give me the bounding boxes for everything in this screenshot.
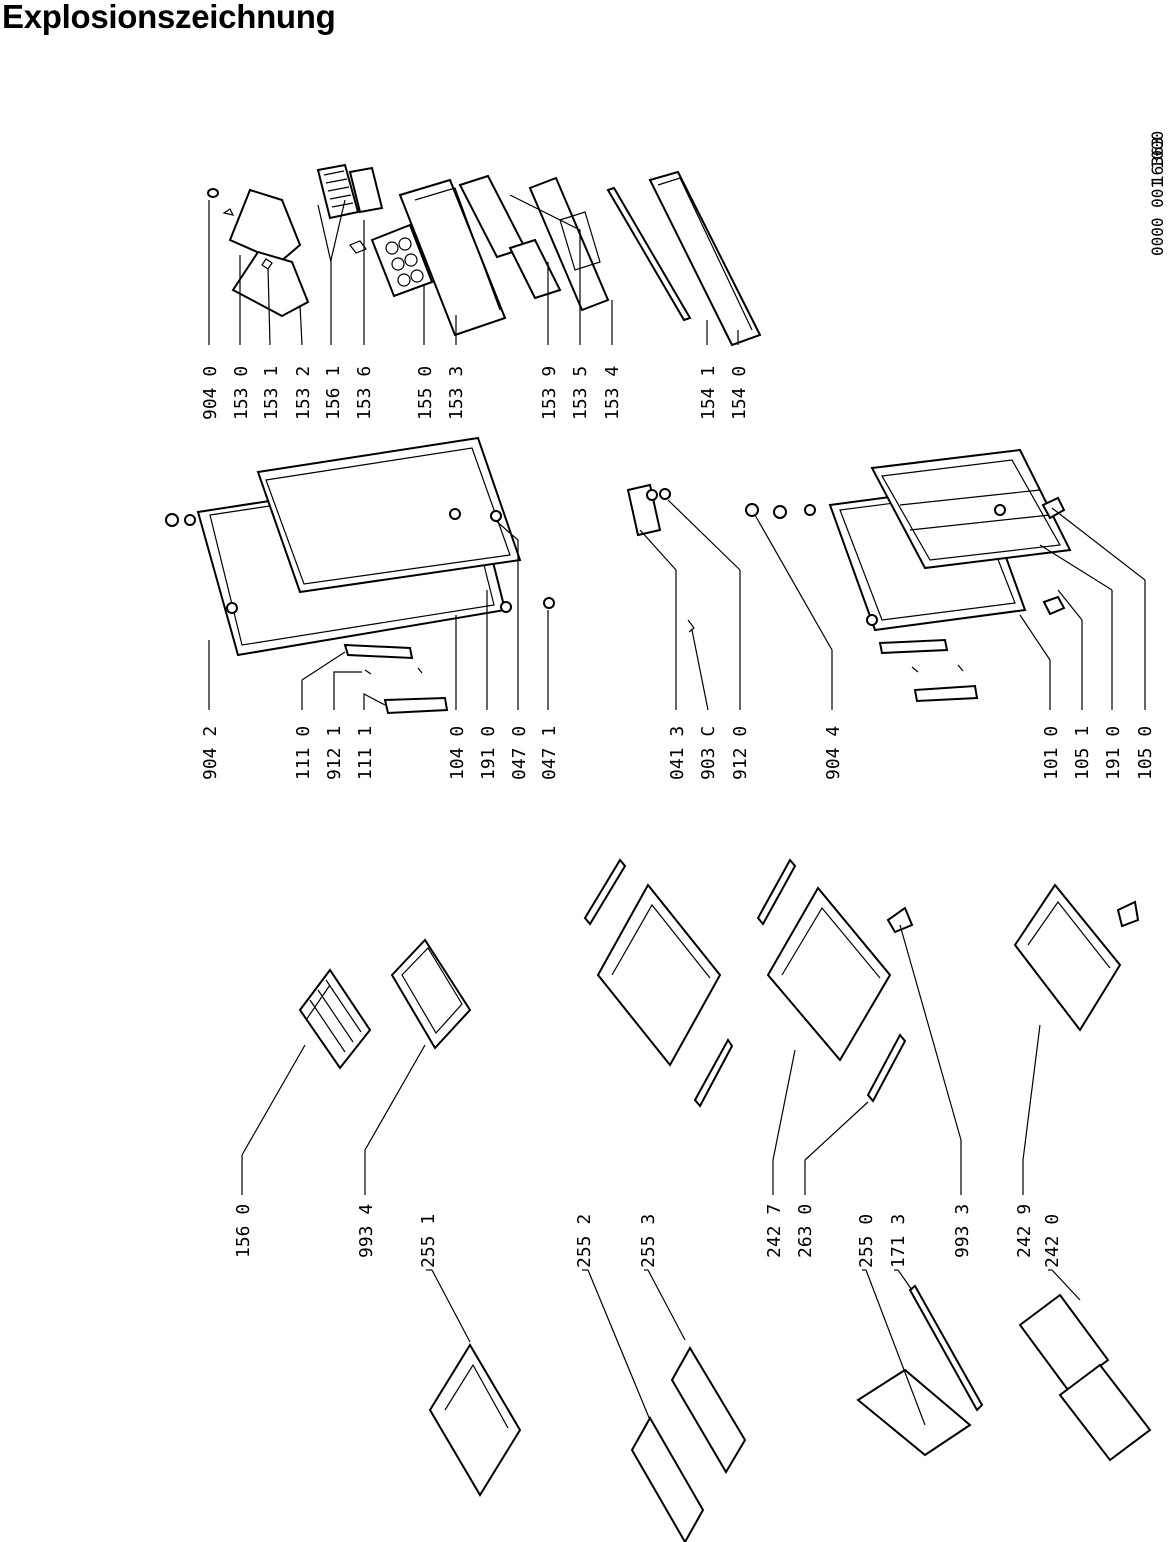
part-label: 105 1 [1072, 726, 1093, 780]
part-labels: 904 0 153 0 153 1 153 2 156 1 153 6 155 … [200, 366, 1156, 1268]
part-label: 153 0 [231, 366, 252, 420]
part-label: 255 1 [418, 1214, 439, 1268]
part-label: 041 3 [667, 726, 688, 780]
part-label: 993 4 [356, 1204, 377, 1258]
part-label: 903 C [698, 726, 719, 780]
part-label: 153 3 [446, 366, 467, 420]
part-label: 255 2 [574, 1214, 595, 1268]
part-label: 153 2 [293, 366, 314, 420]
part-label: 912 1 [324, 726, 345, 780]
part-label: 153 5 [570, 366, 591, 420]
shelves-drawers-group [298, 858, 1152, 1542]
part-label: 153 4 [602, 366, 623, 420]
part-label: 242 7 [764, 1204, 785, 1258]
part-label: 111 0 [293, 726, 314, 780]
part-label: 255 0 [856, 1214, 877, 1268]
part-label: 111 1 [355, 726, 376, 780]
page-title: Explosionszeichnung [2, 0, 336, 35]
part-label: 153 9 [539, 366, 560, 420]
part-label: 191 0 [478, 726, 499, 780]
part-label: 904 2 [200, 726, 221, 780]
part-label: 255 3 [638, 1214, 659, 1268]
part-label: 156 1 [323, 366, 344, 420]
part-label: 263 0 [795, 1204, 816, 1258]
part-label: 155 0 [415, 366, 436, 420]
part-label: 047 0 [509, 726, 530, 780]
drawing-code: 0000 001 1000 [1148, 131, 1167, 256]
part-label: 242 9 [1014, 1204, 1035, 1258]
part-label: 105 0 [1135, 726, 1156, 780]
part-label: 047 1 [539, 726, 560, 780]
part-label: 154 1 [698, 366, 719, 420]
part-label: 156 0 [233, 1204, 254, 1258]
part-label: 154 0 [729, 366, 750, 420]
drawing-number: 16363 [1148, 137, 1167, 185]
part-label: 153 6 [354, 366, 375, 420]
part-label: 904 0 [200, 366, 221, 420]
part-label: 242 0 [1042, 1214, 1063, 1268]
part-label: 153 1 [261, 366, 282, 420]
part-label: 191 0 [1103, 726, 1124, 780]
part-label: 171 3 [888, 1214, 909, 1268]
doors-group [165, 436, 1072, 715]
part-label: 993 3 [952, 1204, 973, 1258]
part-label: 104 0 [447, 726, 468, 780]
leader-lines [208, 194, 1146, 1426]
part-label: 904 4 [823, 726, 844, 780]
part-label: 912 0 [730, 726, 751, 780]
door-accessories-group [207, 163, 762, 347]
part-label: 101 0 [1041, 726, 1062, 780]
